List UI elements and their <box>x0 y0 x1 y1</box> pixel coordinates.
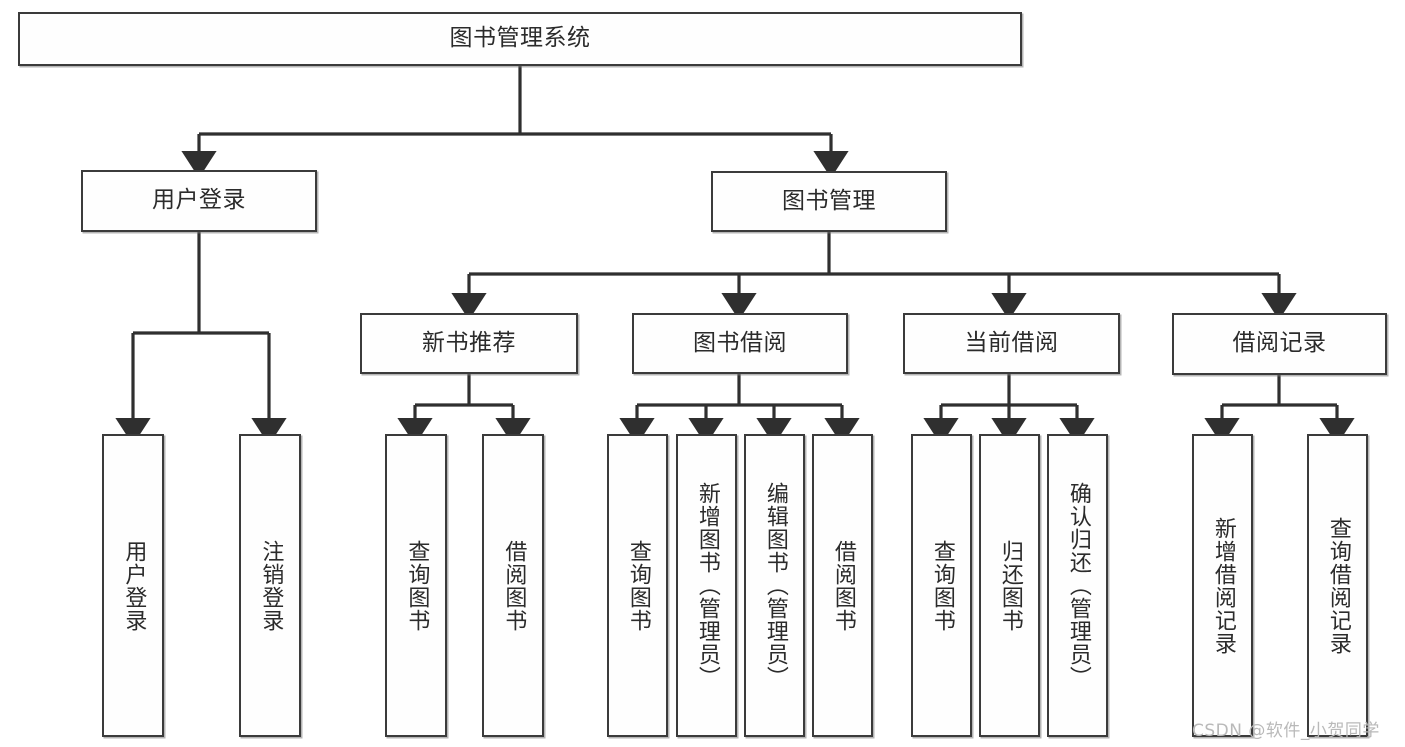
leaf-borrow-borrow-book[interactable]: 借阅图书 <box>812 434 873 737</box>
leaf-record-query[interactable]: 查询借阅记录 <box>1307 434 1368 737</box>
leaf-current-return-book-label: 归还图书 <box>997 539 1023 632</box>
node-book-borrow-label: 图书借阅 <box>693 329 787 356</box>
node-root[interactable]: 图书管理系统 <box>18 12 1022 66</box>
leaf-borrow-edit-book-admin[interactable]: 编辑图书（管理员） <box>744 434 805 737</box>
leaf-borrow-add-book-admin-label: 新增图书（管理员） <box>694 482 720 689</box>
leaf-borrow-add-book-admin[interactable]: 新增图书（管理员） <box>676 434 737 737</box>
leaf-borrow-edit-book-admin-label: 编辑图书（管理员） <box>762 482 788 689</box>
node-borrow-record-label: 借阅记录 <box>1232 330 1327 357</box>
node-current-borrow[interactable]: 当前借阅 <box>903 313 1120 374</box>
leaf-user-login-signout[interactable]: 注销登录 <box>239 434 301 737</box>
leaf-record-add-label: 新增借阅记录 <box>1210 516 1236 655</box>
leaf-new-book-query[interactable]: 查询图书 <box>385 434 447 737</box>
leaf-borrow-query-book-label: 查询图书 <box>625 539 651 632</box>
node-book-borrow[interactable]: 图书借阅 <box>632 313 848 374</box>
leaf-current-return-book[interactable]: 归还图书 <box>979 434 1040 737</box>
node-book-management[interactable]: 图书管理 <box>711 171 947 232</box>
leaf-current-confirm-return-admin[interactable]: 确认归还（管理员） <box>1047 434 1108 737</box>
leaf-new-book-borrow[interactable]: 借阅图书 <box>482 434 544 737</box>
leaf-record-query-label: 查询借阅记录 <box>1325 516 1351 655</box>
leaf-borrow-query-book[interactable]: 查询图书 <box>607 434 668 737</box>
node-new-book-recommend-label: 新书推荐 <box>422 329 516 356</box>
node-root-label: 图书管理系统 <box>449 25 591 52</box>
leaf-current-confirm-return-admin-label: 确认归还（管理员） <box>1065 482 1091 689</box>
node-book-management-label: 图书管理 <box>782 187 876 214</box>
node-user-login[interactable]: 用户登录 <box>81 170 317 232</box>
leaf-current-query-book[interactable]: 查询图书 <box>911 434 972 737</box>
leaf-new-book-borrow-label: 借阅图书 <box>501 539 527 632</box>
leaf-user-login-signin[interactable]: 用户登录 <box>102 434 164 737</box>
leaf-borrow-borrow-book-label: 借阅图书 <box>830 539 856 632</box>
node-user-login-label: 用户登录 <box>152 187 246 214</box>
watermark-text: CSDN @软件_小贺同学 <box>1192 721 1380 741</box>
node-current-borrow-label: 当前借阅 <box>964 329 1059 356</box>
node-new-book-recommend[interactable]: 新书推荐 <box>360 313 578 374</box>
leaf-record-add[interactable]: 新增借阅记录 <box>1192 434 1253 737</box>
leaf-current-query-book-label: 查询图书 <box>929 539 955 632</box>
node-borrow-record[interactable]: 借阅记录 <box>1172 313 1387 375</box>
leaf-user-login-signout-label: 注销登录 <box>258 539 284 632</box>
leaf-user-login-signin-label: 用户登录 <box>121 539 147 632</box>
leaf-new-book-query-label: 查询图书 <box>404 539 430 632</box>
